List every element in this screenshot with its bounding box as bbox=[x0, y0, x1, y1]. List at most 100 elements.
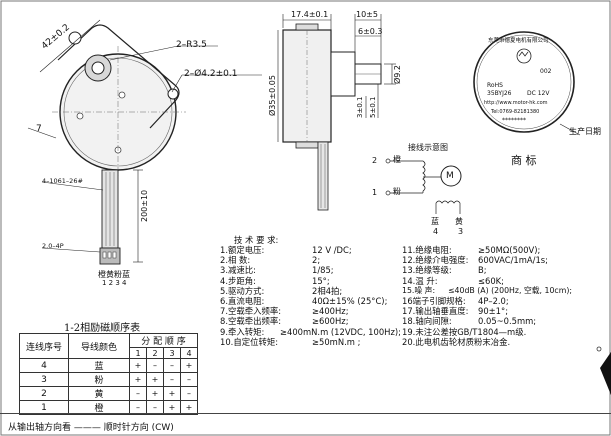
row-wire-no: 2 bbox=[19, 386, 69, 401]
step-header: 1 bbox=[129, 347, 147, 359]
row-wire-color: 蓝 bbox=[68, 358, 130, 373]
wiring-label-1: 1 bbox=[372, 188, 378, 197]
wiring-num-3: 3 bbox=[458, 227, 464, 236]
label-stars: ******** bbox=[502, 117, 526, 124]
motor-symbol bbox=[440, 165, 462, 187]
table-cell: – bbox=[146, 358, 164, 373]
spec-row: 4.步距角:15°; bbox=[220, 275, 330, 286]
side-gear-housing bbox=[330, 51, 356, 97]
motor-symbol-label: M bbox=[446, 171, 454, 181]
wiring-color-2: 橙 bbox=[393, 155, 401, 164]
step-header: 2 bbox=[146, 347, 164, 359]
header-sequence: 分 配 顺 序 bbox=[129, 333, 198, 348]
label-inner-ring bbox=[476, 34, 572, 130]
side-flange-top bbox=[295, 23, 319, 31]
label-website: http://www.motor-hk.com bbox=[484, 100, 548, 106]
table-cell: + bbox=[163, 386, 181, 401]
spec-row: 20.此电机齿轮材质粉末冶金. bbox=[402, 336, 511, 347]
dim-connector-label: 2.0–4P bbox=[42, 242, 64, 250]
dim-holes-label: 2–Ø4.2±0.1 bbox=[184, 69, 238, 79]
connector-pin-1 bbox=[102, 251, 107, 259]
rotation-direction-note: 从输出轴方向看 ——— 顺时针方向 (CW) bbox=[8, 423, 174, 433]
table-cell: + bbox=[180, 400, 198, 415]
mount-hole-1 bbox=[68, 31, 82, 45]
spec-row: 2.相 数:2; bbox=[220, 255, 321, 266]
spec-row: 12.绝缘介电强度:600VAC/1mA/1s; bbox=[402, 255, 548, 266]
dim-3-label: 3±0.1 bbox=[356, 96, 364, 118]
pin-numbers-label: 1 2 3 4 bbox=[102, 279, 127, 287]
table-cell: + bbox=[129, 358, 147, 373]
dim-17-label: 17.4±0.1 bbox=[291, 10, 329, 19]
table-header-row: 连线序号 导线颜色 分 配 顺 序 bbox=[19, 333, 198, 359]
label-tel: Tel:0769-82181380 bbox=[491, 109, 540, 115]
specs-title: 技 术 要 求: bbox=[234, 235, 279, 245]
side-flange-bottom bbox=[295, 141, 319, 149]
trademark-label: 商 标 bbox=[511, 154, 537, 167]
corner-arrow-icon bbox=[600, 352, 611, 395]
small-circle-mark bbox=[596, 346, 602, 352]
coil-b bbox=[435, 200, 461, 204]
dim-35-label: Ø35±0.05 bbox=[268, 75, 277, 116]
step-header: 4 bbox=[180, 347, 198, 359]
leader-holes bbox=[171, 74, 183, 93]
spec-row: 15.噪 声:≤40dB (A) (200Hz, 空载, 10cm); bbox=[402, 285, 572, 295]
header-wire-no: 连线序号 bbox=[19, 333, 69, 359]
dim-7-label: 7 bbox=[36, 124, 42, 134]
spec-row: 6.直流电阻:40Ω±15% (25°C); bbox=[220, 295, 388, 306]
wire-colors-label: 橙黄粉蓝 bbox=[98, 270, 130, 279]
side-motor-body bbox=[282, 29, 332, 143]
wiring-num-4: 4 bbox=[433, 227, 439, 236]
wiring-title: 接线示意图 bbox=[408, 143, 448, 152]
mounting-flange bbox=[57, 24, 180, 129]
spec-row: 3.减速比:1/85; bbox=[220, 265, 334, 276]
label-rohs: RoHS bbox=[487, 82, 503, 89]
header-wire-color: 导线颜色 bbox=[68, 333, 130, 359]
side-view bbox=[277, 14, 396, 211]
dim-wire-label: 4–1061–26# bbox=[42, 177, 83, 185]
dim-line-42 bbox=[39, 19, 101, 73]
wiring-diagram bbox=[385, 158, 462, 214]
connector-pin-3 bbox=[112, 251, 117, 259]
leader-connector bbox=[41, 247, 101, 253]
table-row: 2 黄 – + + – bbox=[19, 386, 198, 401]
label-002: 002 bbox=[540, 68, 552, 75]
spec-row: 17.输出轴垂直度:90±1°; bbox=[402, 306, 509, 317]
wiring-color-blue: 蓝 bbox=[431, 217, 439, 226]
wiring-color-1: 粉 bbox=[393, 187, 401, 196]
row-wire-color: 黄 bbox=[68, 386, 130, 401]
step-header: 3 bbox=[163, 347, 181, 359]
row-wire-no: 3 bbox=[19, 372, 69, 387]
table-row: 3 粉 + + – – bbox=[19, 372, 198, 387]
rivet-3 bbox=[76, 112, 84, 120]
dim-radius-label: 2–R3.5 bbox=[176, 40, 207, 50]
dim-5-label: 5±0.1 bbox=[369, 96, 377, 118]
wiring-label-2: 2 bbox=[372, 156, 378, 165]
production-date-label: 生产日期 bbox=[569, 127, 601, 136]
spec-row: 18.轴向间隙:0.05~0.5mm; bbox=[402, 316, 537, 327]
specs-right-list: 11.绝缘电阻:≥50MΩ(500V); 12.绝缘介电强度:600VAC/1m… bbox=[402, 246, 607, 348]
table-cell: – bbox=[180, 372, 198, 387]
terminal-1 bbox=[385, 190, 391, 196]
table-cell: + bbox=[129, 372, 147, 387]
side-cable bbox=[317, 141, 329, 211]
label-voltage: DC 12V bbox=[527, 90, 550, 97]
output-shaft bbox=[91, 61, 105, 75]
dim-10-label: 10±5 bbox=[356, 10, 378, 19]
spec-row: 14.温 升:≤60K; bbox=[402, 275, 504, 286]
spec-row: 8.空载牵出频率:≥600Hz; bbox=[220, 316, 349, 327]
label-outer-ring bbox=[473, 31, 575, 133]
dim-line-7 bbox=[27, 127, 57, 139]
footer-divider bbox=[0, 413, 611, 414]
table-cell: + bbox=[146, 386, 164, 401]
rivet-1 bbox=[118, 91, 126, 99]
label-model: 35BYJ26 bbox=[487, 90, 512, 97]
specs-left-list: 1.额定电压:12 V /DC; 2.相 数:2; 3.减速比:1/85; 4.… bbox=[220, 246, 410, 348]
dim-92-label: Ø9.2 bbox=[393, 64, 402, 84]
product-label bbox=[473, 31, 581, 136]
row-wire-color: 粉 bbox=[68, 372, 130, 387]
spec-row: 11.绝缘电阻:≥50MΩ(500V); bbox=[402, 245, 541, 255]
spec-row: 10.自定位转矩:≥50mN.m ; bbox=[220, 336, 361, 347]
spec-row: 5.驱动方式:2相4拍; bbox=[220, 285, 343, 296]
